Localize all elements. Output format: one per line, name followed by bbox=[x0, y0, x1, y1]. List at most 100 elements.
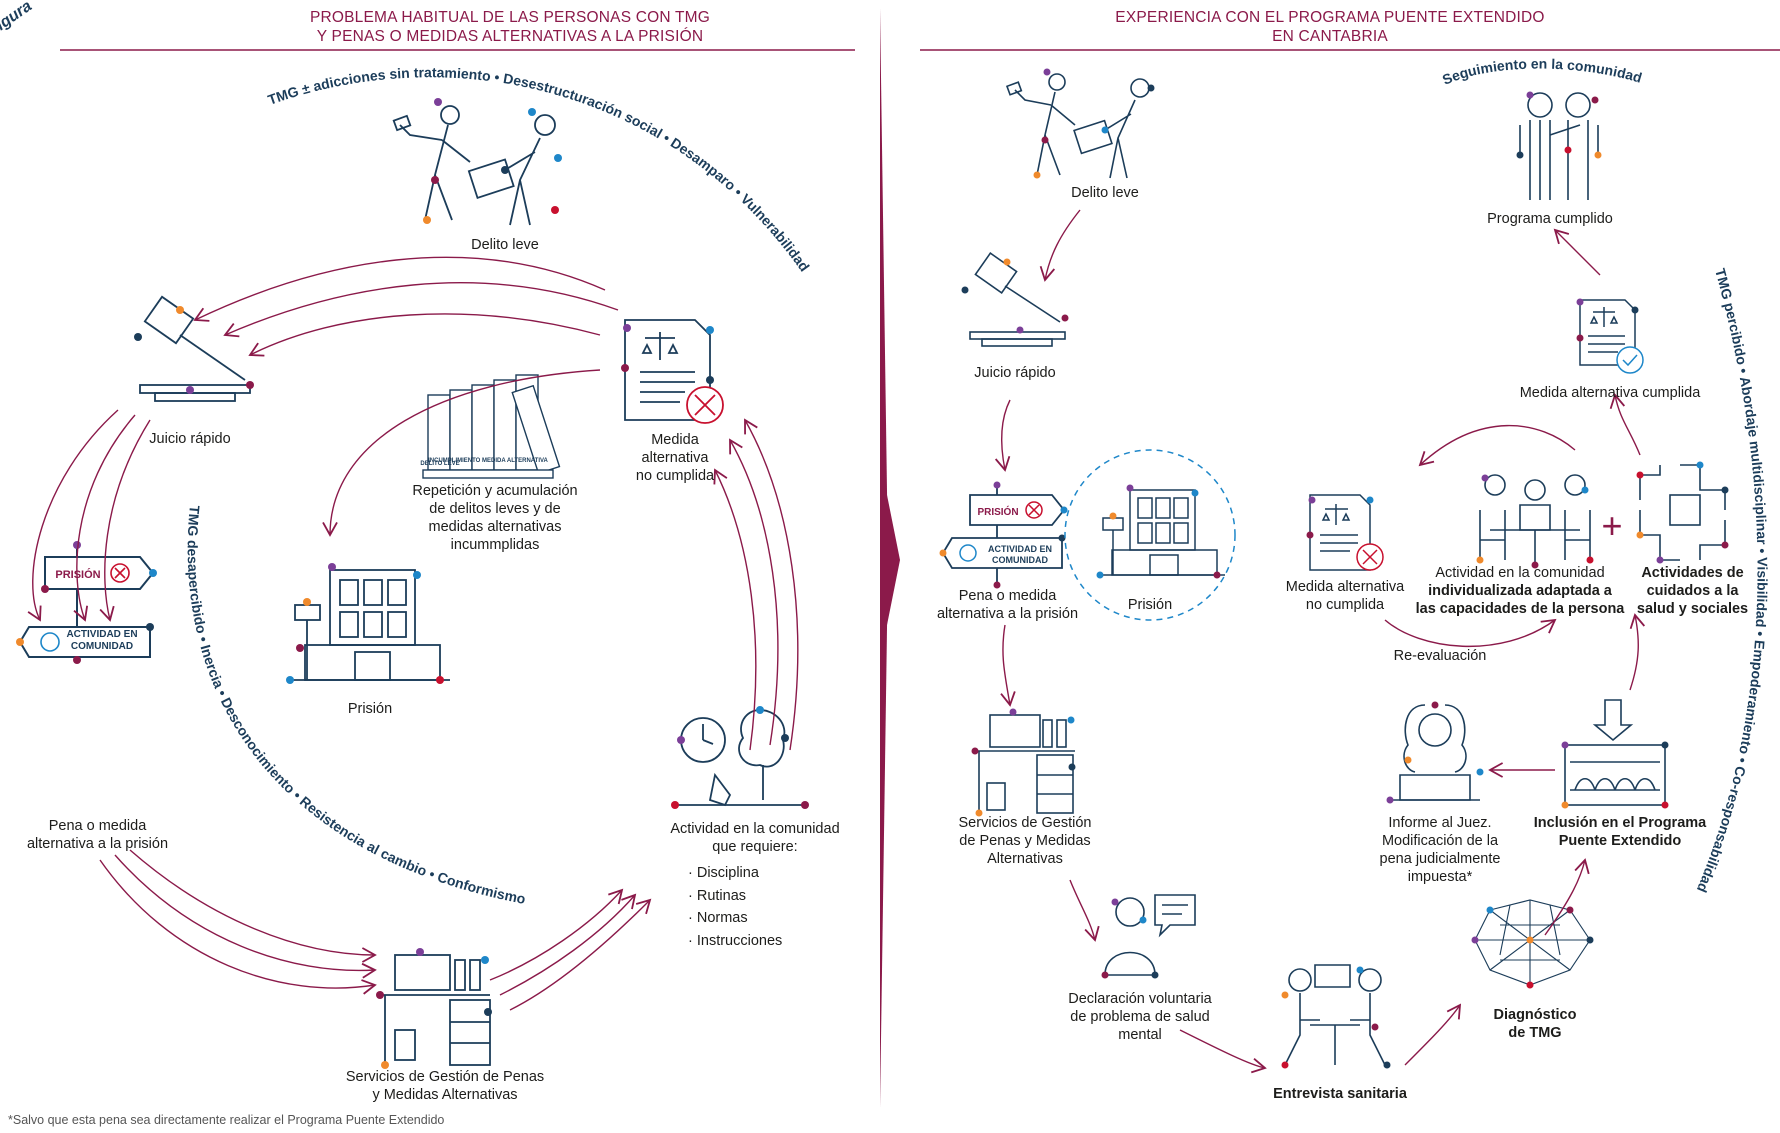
declaracion-line2: de problema de salud bbox=[1070, 1009, 1210, 1025]
entrevista-label: Entrevista sanitaria bbox=[1273, 1086, 1407, 1102]
left-juicio-label: Juicio rápido bbox=[149, 431, 231, 447]
left-pena-line1: Pena o medida bbox=[48, 818, 147, 834]
requirement-item: · Rutinas bbox=[688, 887, 747, 904]
left-medida-line1: Medida bbox=[651, 432, 699, 448]
inclusion-label: Inclusión en el Programa Puente Extendid… bbox=[1520, 814, 1720, 850]
prison-icon bbox=[286, 563, 450, 684]
left-servicios-line2: y Medidas Alternativas bbox=[372, 1087, 518, 1103]
left-pena-label: Pena o medida alternativa a la prisión bbox=[10, 817, 185, 853]
brain-network-icon bbox=[1471, 899, 1594, 989]
repeticion-line1: Repetición y acumulación bbox=[412, 483, 578, 499]
left-delito-label: Delito leve bbox=[471, 237, 539, 253]
gavel-icon-right bbox=[961, 252, 1069, 347]
inclusion-line2: Puente Extendido bbox=[1558, 833, 1682, 849]
right-medida-nc-line1: Medida alternativa bbox=[1285, 579, 1405, 595]
delito-leve-icon-right bbox=[1005, 68, 1155, 179]
right-actividad-label: Actividad en la comunidad individualizad… bbox=[1405, 564, 1635, 618]
right-servicios-label: Servicios de Gestión de Penas y Medidas … bbox=[940, 814, 1110, 868]
right-servicios-line2: de Penas y Medidas bbox=[959, 833, 1091, 849]
right-title: EXPERIENCIA CON EL PROGRAMA PUENTE EXTEN… bbox=[1060, 8, 1600, 46]
left-sign-actividad-1: ACTIVIDAD EN bbox=[66, 629, 137, 640]
cuidados-line1: Actividades de bbox=[1641, 565, 1744, 581]
community-activity-icon bbox=[671, 706, 809, 809]
left-flow-arrows bbox=[27, 256, 799, 1011]
right-medida-nc-label: Medida alternativa no cumplida bbox=[1265, 578, 1425, 614]
repeticion-line2: de delitos leves y de bbox=[429, 501, 561, 517]
right-juicio-label: Juicio rápido bbox=[974, 365, 1056, 381]
right-sign-prision: PRISIÓN bbox=[977, 505, 1018, 518]
left-medida-line3: no cumplida bbox=[635, 468, 715, 484]
desk-icon-right bbox=[971, 708, 1076, 817]
delito-leve-icon bbox=[392, 98, 562, 226]
left-actividad-line2: que requiere: bbox=[712, 839, 798, 855]
right-prision-label: Prisión bbox=[1127, 597, 1173, 613]
left-sign-prision: PRISIÓN bbox=[55, 568, 100, 581]
left-pena-line2: alternativa a la prisión bbox=[26, 836, 169, 852]
signpost-icon bbox=[16, 541, 157, 664]
repeticion-label: Repetición y acumulación de delitos leve… bbox=[400, 482, 590, 554]
declaracion-line3: mental bbox=[1118, 1027, 1162, 1043]
document-failed-icon-right bbox=[1306, 494, 1384, 571]
left-title-line2: Y PENAS O MEDIDAS ALTERNATIVAS A LA PRIS… bbox=[316, 28, 704, 45]
programa-cumplido-label: Programa cumplido bbox=[1487, 211, 1613, 227]
left-actividad-label: Actividad en la comunidad que requiere: bbox=[650, 820, 860, 856]
prison-icon-right bbox=[1096, 484, 1225, 579]
right-sign-actividad-1: ACTIVIDAD EN bbox=[988, 544, 1052, 554]
left-title: PROBLEMA HABITUAL DE LAS PERSONAS CON TM… bbox=[260, 8, 760, 46]
cuidados-line2: cuidados a la bbox=[1646, 583, 1739, 599]
linked-hands-icon bbox=[1636, 461, 1729, 564]
people-together-icon bbox=[1516, 91, 1602, 200]
right-actividad-line1: Actividad en la comunidad bbox=[1435, 565, 1605, 581]
right-pena-label: Pena o medida alternativa a la prisión bbox=[920, 587, 1095, 623]
speech-person-icon bbox=[1101, 894, 1196, 979]
document-done-icon bbox=[1576, 298, 1644, 374]
left-prision-label: Prisión bbox=[347, 701, 393, 717]
book-label-b: INCUMPLIMIENTO MEDIDA ALTERNATIVA bbox=[428, 458, 548, 464]
right-servicios-line1: Servicios de Gestión bbox=[958, 815, 1092, 831]
informe-line2: Modificación de la bbox=[1381, 833, 1499, 849]
declaracion-line1: Declaración voluntaria bbox=[1068, 991, 1212, 1007]
left-medida-line2: alternativa bbox=[641, 450, 709, 466]
right-flow-arrows bbox=[994, 209, 1646, 1074]
left-servicios-label: Servicios de Gestión de Penas y Medidas … bbox=[320, 1068, 570, 1104]
cuidados-label: Actividades de cuidados a la salud y soc… bbox=[1630, 564, 1755, 618]
requirement-item: · Instrucciones bbox=[688, 932, 783, 949]
divider-notch bbox=[880, 460, 900, 660]
right-actividad-line3: las capacidades de la persona bbox=[1415, 601, 1625, 617]
interview-icon bbox=[1281, 964, 1391, 1069]
table-meeting-icon bbox=[1476, 474, 1594, 569]
left-medida-label: Medida alternativa no cumplida bbox=[615, 431, 735, 485]
right-pena-line1: Pena o medida bbox=[958, 588, 1057, 604]
right-title-line1: EXPERIENCIA CON EL PROGRAMA PUENTE EXTEN… bbox=[1115, 9, 1545, 26]
requirement-item: · Normas bbox=[688, 910, 748, 926]
inclusion-line1: Inclusión en el Programa bbox=[1533, 815, 1707, 831]
informe-label: Informe al Juez. Modificación de la pena… bbox=[1365, 814, 1515, 886]
books-icon bbox=[422, 374, 561, 479]
right-actividad-line2: individualizada adaptada a bbox=[1428, 583, 1612, 599]
reevaluacion-label: Re-evaluación bbox=[1393, 648, 1487, 664]
diagnostico-label: Diagnóstico de TMG bbox=[1470, 1006, 1600, 1042]
left-title-line1: PROBLEMA HABITUAL DE LAS PERSONAS CON TM… bbox=[309, 9, 711, 26]
right-title-line2: EN CANTABRIA bbox=[1272, 28, 1388, 45]
inclusion-program-icon bbox=[1561, 699, 1669, 809]
requirements-list: · Disciplina · Rutinas · Normas · Instru… bbox=[688, 862, 808, 952]
prison-dashed-circle bbox=[1064, 449, 1236, 621]
left-actividad-line1: Actividad en la comunidad bbox=[670, 821, 840, 837]
signpost-icon-right bbox=[939, 481, 1068, 589]
right-servicios-line3: Alternativas bbox=[987, 851, 1063, 867]
cuidados-line3: salud y sociales bbox=[1636, 601, 1749, 617]
informe-line4: impuesta* bbox=[1407, 869, 1473, 885]
requirement-item: · Disciplina bbox=[688, 865, 759, 881]
left-servicios-line1: Servicios de Gestión de Penas bbox=[345, 1069, 545, 1085]
diagnostico-line2: de TMG bbox=[1508, 1025, 1562, 1041]
right-medida-nc-line2: no cumplida bbox=[1305, 597, 1385, 613]
right-sign-actividad-2: COMUNIDAD bbox=[992, 555, 1048, 565]
right-delito-label: Delito leve bbox=[1071, 185, 1139, 201]
medida-cumplida-label: Medida alternativa cumplida bbox=[1519, 385, 1701, 401]
book-label-a: DELITO LEVE bbox=[420, 461, 459, 467]
plus-sign: + bbox=[1601, 505, 1622, 546]
declaracion-label: Declaración voluntaria de problema de sa… bbox=[1050, 990, 1230, 1044]
left-sign-actividad-2: COMUNIDAD bbox=[71, 641, 133, 652]
diagnostico-line1: Diagnóstico bbox=[1493, 1007, 1577, 1023]
